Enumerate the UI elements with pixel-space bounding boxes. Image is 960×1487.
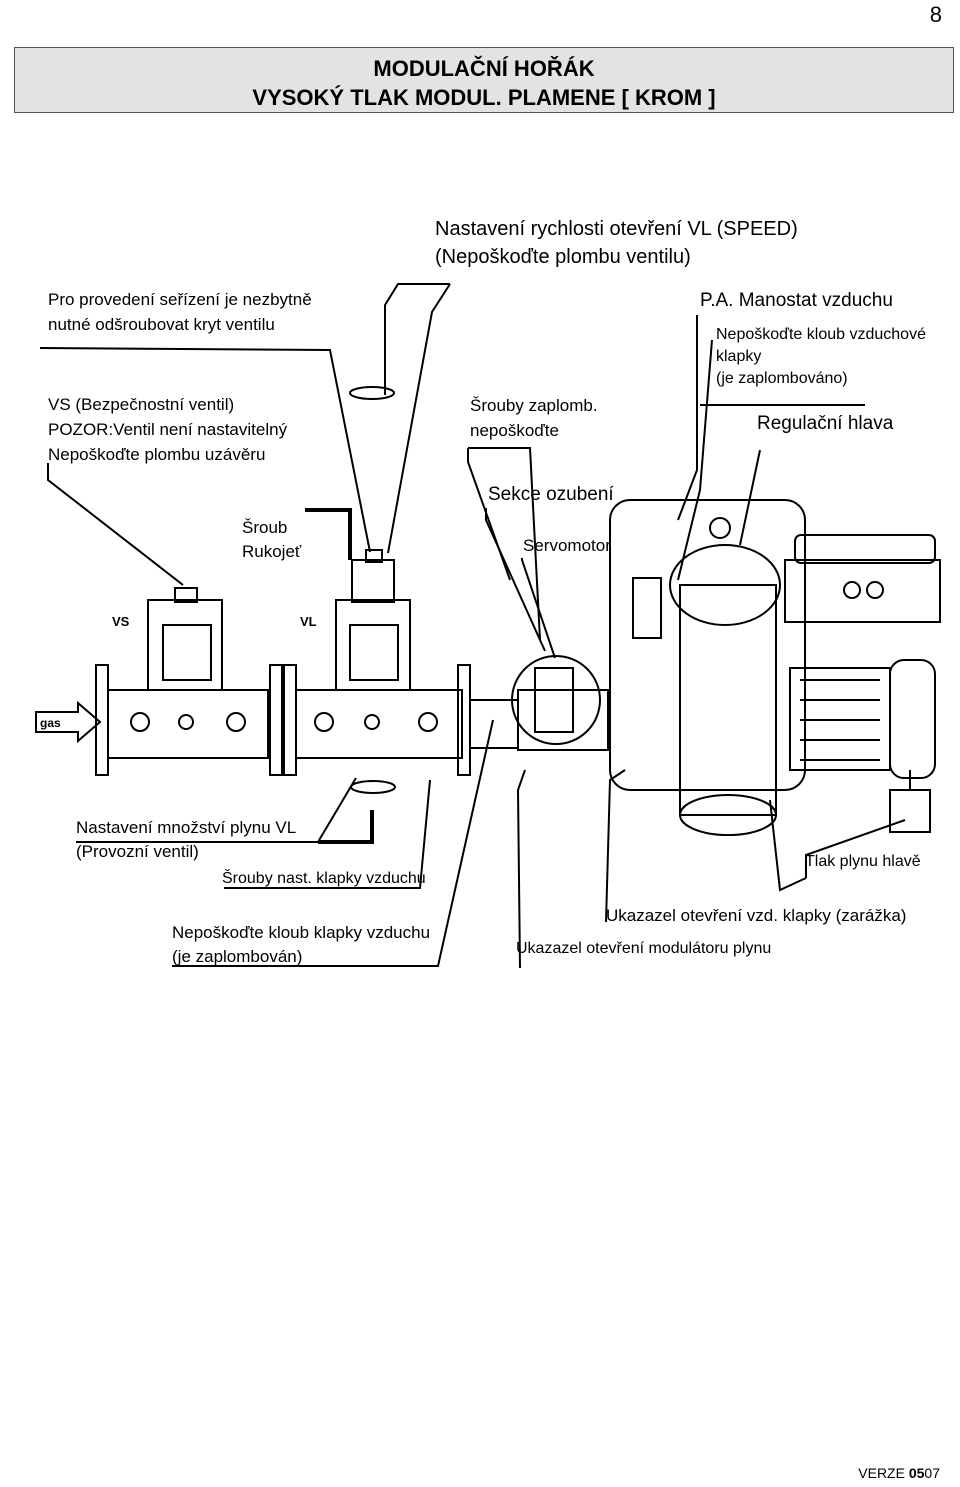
gas-inlet-label: gas [40, 716, 61, 730]
vl-valve-cap [365, 549, 383, 563]
burner-diagram: VS VL gas [35, 283, 941, 969]
air-indicator-label: Ukazazel otevření vzd. klapky (zarážka) [606, 906, 907, 925]
vl-valve-coil [349, 624, 399, 681]
vs-label-line2: POZOR:Ventil není nastavitelný [48, 420, 288, 439]
motor-endcap [889, 659, 936, 779]
valve-vl-label: VL [300, 614, 317, 629]
air-screws-label: Šrouby nast. klapky vzduchu [222, 870, 426, 887]
adjust-label-line2: nutné odšroubovat kryt ventilu [48, 315, 275, 334]
pipe-segment-3 [469, 699, 519, 749]
version-bold: 05 [908, 1465, 925, 1481]
gas-butterfly [517, 689, 609, 751]
seal-screws-line1: Šrouby zaplomb. [470, 396, 598, 415]
regulation-head-label: Regulační hlava [757, 413, 894, 434]
version-suffix: 07 [924, 1465, 940, 1481]
leader-airind [605, 769, 626, 923]
leader-seal-2 [468, 447, 541, 641]
leader-damper [172, 719, 494, 967]
leader-gear [485, 508, 546, 652]
title-line-1: MODULAČNÍ HOŘÁK [373, 56, 595, 81]
title-line-2: VYSOKÝ TLAK MODUL. PLAMENE [ KROM ] [252, 85, 716, 110]
pressure-test-point [889, 789, 931, 833]
vs-label-line1: VS (Bezpečnostní ventil) [48, 395, 235, 414]
pa-label: P.A. Manostat vzduchu [700, 290, 893, 311]
flange-2 [269, 664, 283, 776]
leader-vs [47, 463, 184, 586]
speed-adjust-arrow [349, 386, 395, 400]
vs-valve-cap [174, 587, 198, 603]
valve-vs-label: VS [112, 614, 130, 629]
vs-label-line3: Nepoškoďte plombu uzávěru [48, 445, 266, 464]
flange-1 [95, 664, 109, 776]
header-title-box: MODULAČNÍ HOŘÁK VYSOKÝ TLAK MODUL. PLAME… [14, 47, 954, 113]
screw-handle-bracket [305, 508, 352, 560]
damper-joint-line1: Nepoškoďte kloub klapky vzduchu [172, 923, 431, 942]
damper-pivot [709, 517, 731, 539]
gas-indicator-label: Ukazazel otevření modulátoru plynu [516, 940, 772, 957]
flange-3 [283, 664, 297, 776]
leader-pa [677, 315, 698, 521]
leader-headpressure-2 [769, 799, 807, 892]
gas-inlet-arrow [35, 700, 102, 744]
bolt [226, 712, 246, 732]
gear-section-label: Sekce ozubení [488, 484, 614, 505]
leader-gasind [516, 769, 526, 969]
leader-head-2 [739, 449, 761, 546]
screw-label: Šroub [242, 518, 288, 537]
gasqty-handle-bracket [318, 810, 374, 844]
control-box-lid [794, 534, 936, 564]
bolt [314, 712, 334, 732]
vs-valve-coil [162, 624, 212, 681]
air-joint-line2: klapky [716, 348, 762, 365]
servomotor-label: Servomotor [523, 536, 611, 555]
control-knob [866, 581, 884, 599]
speed-label-line1: Nastavení rychlosti otevření VL (SPEED) [435, 218, 798, 240]
control-box [784, 559, 941, 623]
head-pressure-label: Tlak plynu hlavě [805, 853, 921, 870]
leader-adjust [39, 347, 371, 553]
gasqty-adjust-arrow [350, 780, 396, 794]
bolt [418, 712, 438, 732]
leader-headpressure [805, 819, 906, 878]
version-footer: VERZE 0507 [858, 1465, 940, 1481]
adjust-label-line1: Pro provedení seřízení je nezbytně [48, 290, 312, 309]
leader-joint [677, 339, 713, 581]
valve-indicator [178, 714, 194, 730]
version-prefix: VERZE [858, 1465, 909, 1481]
combustion-head-bottom [679, 794, 777, 836]
gas-qty-line2: (Provozní ventil) [76, 842, 199, 861]
air-joint-line1: Nepoškoďte kloub vzduchové [716, 326, 926, 343]
leader-speed [384, 283, 450, 395]
seal-screws-line2: nepoškoďte [470, 421, 559, 440]
combustion-head [679, 584, 777, 816]
bolt [130, 712, 150, 732]
handle-label: Rukojeť [242, 542, 302, 561]
gear-sector [511, 655, 601, 745]
control-knob [843, 581, 861, 599]
air-joint-line3: (je zaplombováno) [716, 370, 848, 387]
burner-housing [609, 499, 806, 791]
combustion-head-top [669, 544, 781, 626]
leader-servo [521, 558, 556, 659]
damper-joint-line2: (je zaplombován) [172, 947, 303, 966]
valve-indicator [364, 714, 380, 730]
gas-qty-line1: Nastavení množství plynu VL [76, 818, 297, 837]
leader-airscrews [224, 779, 431, 889]
leader-speed-2 [387, 283, 451, 554]
flange-4 [457, 664, 471, 776]
vl-valve-top [351, 559, 395, 603]
speed-label-line2: (Nepoškoďte plombu ventilu) [435, 246, 691, 268]
servomotor-box [534, 667, 574, 733]
air-pressure-switch [632, 577, 662, 639]
page-number: 8 [929, 2, 942, 27]
